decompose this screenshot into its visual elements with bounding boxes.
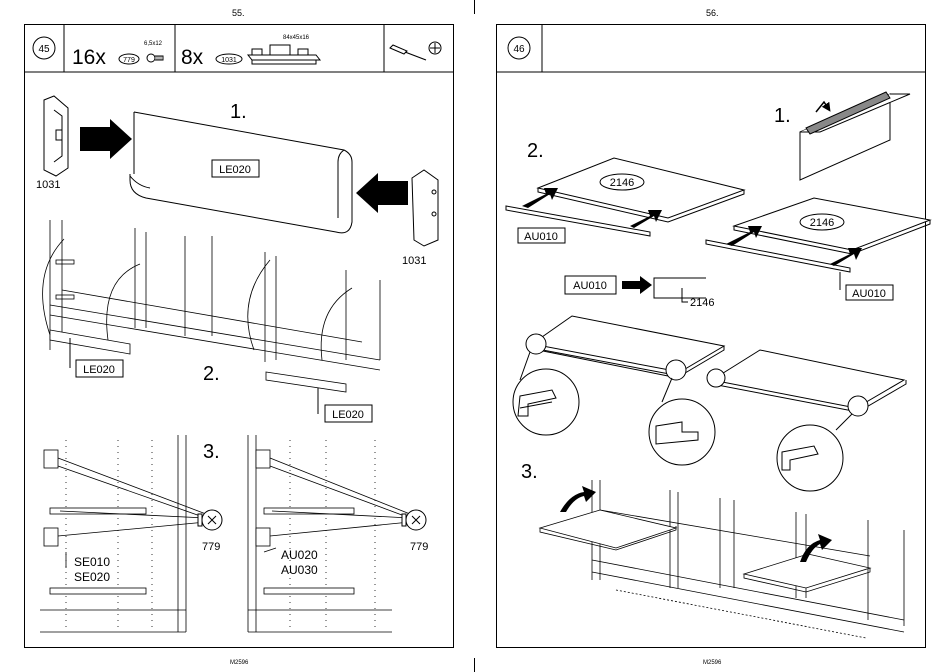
runner-label-au030: AU030: [281, 563, 318, 577]
push-arrow-rail-b1: [726, 226, 762, 246]
rail-label-au010-a: AU010: [524, 231, 558, 243]
screw-779-right: [402, 510, 426, 530]
side-panel-drilling-right: [248, 435, 410, 632]
screw-label-779-left: 779: [202, 541, 220, 553]
shelf-label-2146-a: 2146: [610, 177, 634, 189]
step-number-left: 45: [38, 44, 50, 55]
phillips-head-icon: [429, 42, 441, 54]
shelf-with-rail-detail-a: [513, 316, 724, 465]
runner-label-au020: AU020: [281, 548, 318, 562]
part-size-1: 6,5x12: [144, 41, 163, 47]
lift-arrow-left: [560, 486, 596, 512]
substep-3-left: 3.: [203, 441, 220, 463]
shelf-label-2146-b: 2146: [810, 217, 834, 229]
step-number-right: 46: [513, 44, 525, 55]
runner-label-se010: SE010: [74, 555, 110, 569]
legend-rail-sketch: [654, 278, 706, 298]
push-arrow-right: [80, 119, 132, 159]
screw-label-779-right: 779: [410, 541, 428, 553]
panel-label-le020-a: LE020: [83, 364, 115, 376]
part-id-1: 779: [123, 57, 135, 64]
part-label-1031-right: 1031: [402, 255, 426, 267]
legend-label-au010: AU010: [573, 280, 607, 292]
bracket-part-right: [412, 170, 438, 246]
push-arrow-left: [356, 173, 408, 213]
substep-1-left: 1.: [230, 101, 247, 123]
substep-2-right: 2.: [527, 140, 544, 162]
rail-label-au010-b: AU010: [852, 288, 886, 300]
panel-label-le020-b: LE020: [332, 409, 364, 421]
tape-peel-illustration: [800, 92, 910, 180]
bracket-part-icon: [248, 45, 320, 64]
shelf-with-rail-detail-b: [707, 350, 906, 491]
substep-2-left: 2.: [203, 363, 220, 385]
screw-779-left: [198, 510, 222, 530]
legend-label-2146: 2146: [690, 297, 714, 309]
wardrobe-shelf-insertion: [540, 480, 904, 638]
push-arrow-rail-a1: [522, 188, 558, 208]
substep-1-right: 1.: [774, 105, 791, 127]
legend-arrow: [622, 276, 652, 294]
part-id-2: 1031: [221, 57, 237, 64]
runner-label-se020: SE020: [74, 570, 110, 584]
screwdriver-icon: [390, 45, 426, 60]
screw-icon: [147, 54, 163, 62]
panel-label-le020: LE020: [219, 164, 251, 176]
part-size-2: 84x45x16: [283, 35, 310, 41]
part-label-1031-left: 1031: [36, 179, 60, 191]
part-quantity-2: 8x: [181, 46, 204, 69]
side-panel-drilling-left: [40, 435, 206, 632]
substep-3-right: 3.: [521, 461, 538, 483]
shelf-board-a: [538, 158, 744, 222]
part-quantity-1: 16x: [72, 46, 106, 69]
bracket-part-left: [44, 96, 68, 176]
